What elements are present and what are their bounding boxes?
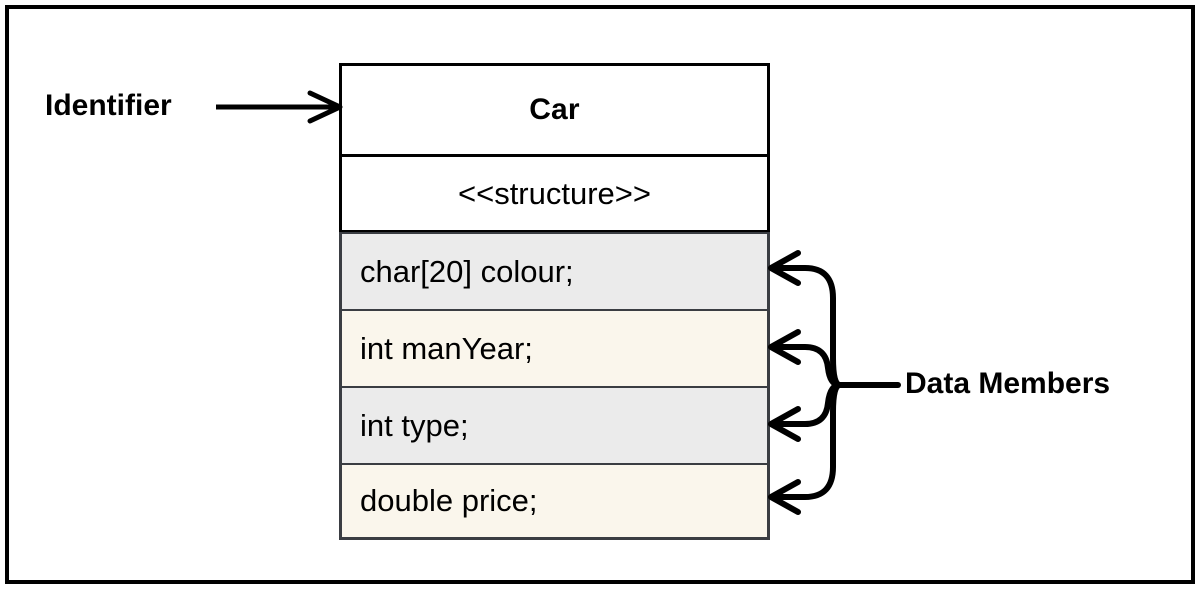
struct-box: Car <<structure>> char[20] colour; int m… [339,63,770,540]
struct-identifier-text: Car [529,93,580,126]
struct-member-text: int manYear; [360,330,533,366]
struct-member-row: int manYear; [339,309,770,386]
struct-identifier-row: Car [339,63,770,154]
struct-stereotype-row: <<structure>> [339,154,770,232]
struct-member-text: char[20] colour; [360,253,574,289]
struct-member-text: double price; [360,483,538,518]
identifier-annotation-label: Identifier [45,89,172,122]
struct-stereotype-text: <<structure>> [457,175,651,211]
struct-member-text: int type; [360,407,469,443]
struct-member-row: char[20] colour; [339,232,770,309]
struct-member-row: int type; [339,386,770,463]
page-frame [5,5,1195,584]
struct-member-row: double price; [339,463,770,540]
data-members-annotation-label: Data Members [905,367,1111,400]
